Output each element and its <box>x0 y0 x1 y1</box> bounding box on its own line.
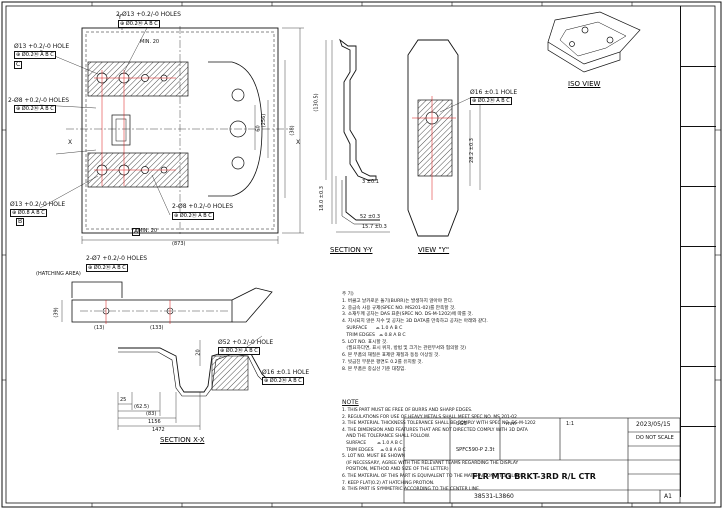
left-holes2-callout: 2-Ø8 +0.2/-0 HOLES <box>8 97 70 104</box>
section-yy-profile <box>325 38 390 233</box>
dim-20: 20 <box>195 349 202 356</box>
left-hole-fcf: ⊕ Ø0.2Ⓜ A B C <box>14 51 56 59</box>
tb-part-no: 38531-L3860 <box>474 493 514 500</box>
section-xx-profile <box>117 335 269 430</box>
tb-units: mm <box>506 421 516 427</box>
section-x-marker-right: X <box>296 139 301 146</box>
left-holes2-fcf: ⊕ Ø0.2Ⓜ A B C <box>14 105 56 113</box>
lower-holes-fcf: ⊕ Ø0.2Ⓜ A B C <box>172 212 214 220</box>
notes-title: NOTE <box>342 399 359 406</box>
dim-38: (38) <box>289 125 296 136</box>
dim-1156: 1156 <box>148 419 161 425</box>
dim-3: 3 ±0.1 <box>362 179 379 185</box>
dim-130-5: (130.5) <box>313 93 320 112</box>
revision-column <box>680 6 716 497</box>
section-y-marker: Y <box>118 14 122 21</box>
section-xx-caption: SECTION X-X <box>160 436 205 444</box>
view-y-panel <box>407 39 481 237</box>
bottom-hole-callout: Ø13 +0.2/-0 HOLE <box>10 201 66 208</box>
datum-c: C <box>14 61 23 69</box>
dim-39: (39) <box>53 307 60 318</box>
xx-holes-fcf: ⊕ Ø0.2Ⓜ A B C <box>86 264 128 272</box>
dim-18: 18.0 ±0.3 <box>318 186 325 211</box>
dim-min20-bottom: MIN. 20 <box>138 228 158 234</box>
top-holes-callout: 2-Ø13 +0.2/-0 HOLES <box>116 11 181 18</box>
title-block-frame <box>403 417 681 504</box>
tb-material: SPFC590-P 2.3t <box>456 447 495 453</box>
lower-holes-callout: 2-Ø8 +0.2/-0 HOLES <box>172 203 234 210</box>
detail-strip <box>61 281 273 324</box>
section-yy-caption: SECTION Y-Y <box>330 246 373 254</box>
tb-cad: UGS <box>456 421 467 427</box>
xx-hole2-fcf: ⊕ Ø0.2Ⓜ A B C <box>262 377 304 385</box>
datum-b: B <box>16 218 25 226</box>
dim-873: (873) <box>172 241 186 247</box>
dim-15-7: 15.7 ±0.3 <box>362 224 387 230</box>
iso-view-drawing <box>547 11 641 73</box>
xx-hole1-fcf: ⊕ Ø0.2Ⓜ A B C <box>218 347 260 355</box>
dim-1472: 1472 <box>152 427 165 433</box>
view-y-hole-callout: Ø16 ±0.1 HOLE <box>470 89 518 96</box>
plan-view <box>39 21 304 244</box>
xx-holes-callout: 2-Ø7 +0.2/-0 HOLES <box>86 255 148 262</box>
korean-notes: 주 기) 1. 버클고 날카로운 돌기(BURR)는 발생하지 않아야 한다. … <box>342 292 488 372</box>
dim-25: 25 <box>120 397 127 403</box>
bottom-hole-fcf: ⊕ Ø0.8 A B C <box>10 209 47 217</box>
dim-28-2: 28.2 ±0.3 <box>468 138 475 163</box>
dim-133: (133) <box>150 325 164 331</box>
top-holes-fcf: ⊕ Ø0.2Ⓜ A B C <box>118 20 160 28</box>
tb-scale-note: DO NOT SCALE <box>636 435 674 441</box>
section-x-marker: X <box>68 139 73 146</box>
dim-min20-top: MIN. 20 <box>140 39 160 45</box>
dim-62-5: (62.5) <box>134 404 150 410</box>
dim-83: (83) <box>146 411 157 417</box>
xx-hole2-callout: Ø16 ±0.1 HOLE <box>262 369 310 376</box>
english-notes: 1. THIS PART MUST BE FREE OF BURRS AND S… <box>342 408 536 493</box>
hatching-area-label: (HATCHING AREA) <box>36 271 81 277</box>
tb-scale: 1:1 <box>566 421 575 427</box>
tb-date: 2023/05/15 <box>636 421 671 428</box>
tb-sheet: A1 <box>664 493 672 500</box>
tb-part-name: FLR MTG BRKT-3RD R/L CTR <box>472 472 596 481</box>
iso-view-caption: ISO VIEW <box>568 80 601 88</box>
left-hole-callout: Ø13 +0.2/-0 HOLE <box>14 43 70 50</box>
dim-13: (13) <box>94 325 105 331</box>
datum-a: A <box>132 228 141 236</box>
view-y-caption: VIEW "Y" <box>418 246 450 254</box>
inner-border <box>5 5 716 504</box>
dim-52: 52 ±0.3 <box>360 214 381 220</box>
dim-256: (256) <box>261 113 268 128</box>
xx-hole1-callout: Ø52 +0.2/-0 HOLE <box>218 339 274 346</box>
view-y-hole-fcf: ⊕ Ø0.2Ⓜ A B C <box>470 97 512 105</box>
